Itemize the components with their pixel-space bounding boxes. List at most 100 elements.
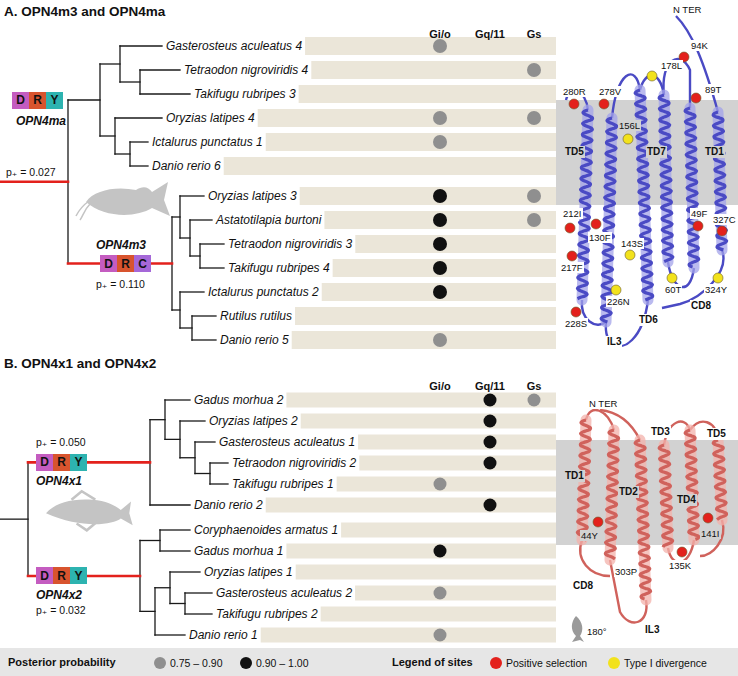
row-bar <box>295 307 556 325</box>
p-value: p₊ = 0.032 <box>36 604 86 617</box>
gene-name: OPN4m3 <box>96 238 146 252</box>
site-sphere <box>599 99 609 109</box>
row-bar <box>333 259 556 277</box>
species-name: Danio rerio 6 <box>152 159 221 173</box>
species-name: Oryzias latipes 2 <box>209 414 298 428</box>
site-sphere <box>567 251 577 261</box>
tree-branch <box>68 99 100 100</box>
row-bar <box>261 628 556 643</box>
column-header: Gq/11 <box>475 380 505 393</box>
tree-branch <box>130 141 148 142</box>
tree-branch <box>150 419 165 420</box>
motif-residue-box: D <box>100 255 117 272</box>
row-bar <box>286 544 556 559</box>
tree-branch <box>165 439 180 440</box>
residue-letter: Y <box>74 569 82 583</box>
probability-dot <box>484 436 497 449</box>
fish-barbel <box>76 201 90 220</box>
row-bar <box>266 498 556 513</box>
site-label: 135K <box>668 560 692 571</box>
tree-branch <box>185 592 212 593</box>
legend-swatch <box>240 657 252 669</box>
protein-structure <box>565 16 727 346</box>
p-value: p₊ = 0.027 <box>6 166 56 179</box>
probability-dot <box>433 111 447 125</box>
fish-fin <box>72 491 98 530</box>
p-value: p₊ = 0.110 <box>96 278 145 291</box>
tree-branch <box>115 117 162 118</box>
helix-ribbon <box>713 440 726 520</box>
row-bar <box>224 157 556 175</box>
motif-residue-box: D <box>36 567 53 584</box>
row-bar <box>324 211 556 229</box>
site-sphere <box>591 219 601 229</box>
probability-dot <box>527 213 541 227</box>
site-sphere <box>569 99 579 109</box>
p-value: p₊ = 0.050 <box>36 436 86 449</box>
probability-dot <box>433 189 447 203</box>
site-sphere <box>647 71 657 81</box>
site-label: 228S <box>564 318 588 329</box>
probability-dots <box>433 39 541 642</box>
site-label: 143S <box>620 238 644 249</box>
helix-ribbon <box>685 430 698 539</box>
tree-branch <box>195 473 210 474</box>
probability-dot <box>434 629 447 642</box>
loop-coil <box>700 520 723 556</box>
legend-band <box>0 648 738 676</box>
motif-residue-box: Y <box>46 92 63 109</box>
site-label: 49F <box>690 208 708 219</box>
row-bar <box>258 109 556 127</box>
row-bar <box>337 477 556 492</box>
domain-label: TD2 <box>618 486 639 498</box>
probability-dot <box>433 39 447 53</box>
residue-letter: R <box>121 257 130 271</box>
tree-branch <box>140 540 160 541</box>
residue-letter: Y <box>74 455 82 469</box>
gene-name: OPN4x1 <box>36 474 82 488</box>
tree-branch <box>192 339 216 340</box>
row-bar <box>355 586 556 601</box>
tree-branch <box>172 309 180 310</box>
tree-branch <box>200 267 224 268</box>
tree-branch <box>155 587 170 588</box>
domain-label: TD4 <box>676 494 697 506</box>
site-label: 212I <box>562 208 583 219</box>
tree <box>0 46 228 635</box>
tree-branch <box>155 634 185 635</box>
tree-branch <box>195 441 215 442</box>
motif-residue-box: D <box>12 92 29 109</box>
site-label: 60T <box>664 284 682 295</box>
tree-branch <box>140 69 180 70</box>
column-header: Gi/o <box>429 28 450 41</box>
column-header: Gs <box>527 380 542 393</box>
tree-branch <box>170 603 185 604</box>
residue-letter: R <box>57 455 66 469</box>
legend-heading: Legend of sites <box>392 656 473 669</box>
residue-letter: D <box>40 569 49 583</box>
probability-dot <box>433 285 447 299</box>
probability-dot <box>484 499 497 512</box>
site-sphere <box>693 221 703 231</box>
probability-dot <box>434 545 447 558</box>
tree-branch <box>180 420 205 421</box>
site-label: 130F <box>588 232 612 243</box>
site-sphere <box>625 250 635 260</box>
tree-branch <box>160 550 190 551</box>
species-name: Ictalurus punctatus 1 <box>152 135 263 149</box>
legend-text: Positive selection <box>506 657 587 670</box>
site-sphere <box>623 134 633 144</box>
species-name: Gasterosteus aculeatus 1 <box>219 435 355 449</box>
column-header: Gs <box>527 28 542 41</box>
probability-dot <box>434 587 447 600</box>
tree-branch <box>115 153 130 154</box>
motif-residue-box: R <box>53 567 70 584</box>
domain-label: CD8 <box>690 300 712 312</box>
species-name: Danio rerio 2 <box>194 498 263 512</box>
species-name: Takifugu rubripes 3 <box>194 87 296 101</box>
probability-dot <box>527 189 541 203</box>
row-bar <box>300 187 556 205</box>
tree-branch <box>180 195 204 196</box>
